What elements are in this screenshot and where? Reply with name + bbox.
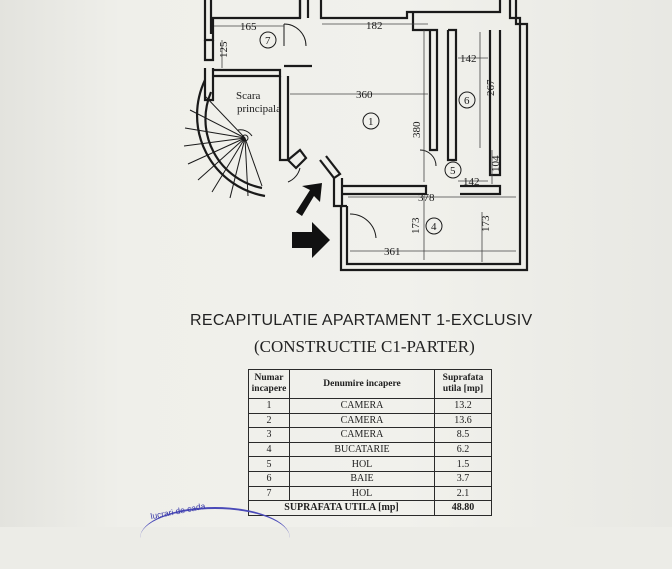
- dimension-label: 267: [485, 79, 497, 96]
- column-header: Numar incapere: [248, 369, 290, 399]
- room-nr-cell: 5: [248, 456, 290, 472]
- dimension-label: 361: [384, 246, 401, 258]
- recap-subtitle: (CONSTRUCTIE C1-PARTER): [254, 337, 475, 356]
- total-label: SUPRAFATA UTILA [mp]: [248, 500, 435, 516]
- column-header: Denumire incapere: [289, 369, 435, 399]
- room-area-cell: 2.1: [434, 485, 492, 502]
- room-number: 7: [265, 35, 271, 47]
- room-nr-cell: 1: [248, 398, 290, 414]
- table-header-row: Numar incapere Denumire incapere Suprafa…: [248, 369, 492, 399]
- table-row: 7 HOL 2.1: [248, 485, 492, 502]
- room-area-cell: 13.6: [434, 412, 492, 429]
- room-area-cell: 6.2: [434, 441, 492, 458]
- dimension-label: 165: [240, 21, 257, 33]
- room-area-cell: 13.2: [434, 398, 492, 414]
- stair-label: Scara: [236, 90, 261, 102]
- room-number: 1: [368, 116, 374, 128]
- entrance-arrow-icon: [296, 183, 322, 216]
- recap-table: Numar incapere Denumire incapere Suprafa…: [248, 369, 492, 516]
- room-number: 4: [431, 221, 437, 233]
- room-nr-cell: 4: [248, 441, 290, 458]
- room-area-cell: 3.7: [434, 470, 492, 487]
- dimension-label: 173: [410, 217, 422, 234]
- room-name-cell: HOL: [289, 456, 435, 472]
- dimension-label: 142: [463, 176, 480, 188]
- room-nr-cell: 2: [248, 412, 290, 429]
- dimension-label: 182: [366, 20, 383, 32]
- room-name-cell: CAMERA: [289, 412, 435, 429]
- room-nr-cell: 7: [248, 485, 290, 502]
- dimension-label: 360: [356, 89, 373, 101]
- table-row: 5 HOL 1.5: [248, 456, 492, 472]
- stamp-border: [140, 507, 290, 569]
- table-row: 6 BAIE 3.7: [248, 470, 492, 487]
- room-area-cell: 8.5: [434, 427, 492, 443]
- room-nr-cell: 3: [248, 427, 290, 443]
- recap-title: RECAPITULATIE APARTAMENT 1-EXCLUSIV: [190, 312, 533, 329]
- table-row: 2 CAMERA 13.6: [248, 412, 492, 429]
- room-name-cell: CAMERA: [289, 427, 435, 443]
- column-header: Suprafata utila [mp]: [434, 369, 492, 399]
- table-row: 1 CAMERA 13.2: [248, 398, 492, 414]
- dimension-label: 378: [418, 192, 435, 204]
- total-row: SUPRAFATA UTILA [mp] 48.80: [248, 500, 492, 516]
- stair-label: principala: [237, 103, 281, 115]
- entrance-arrow-icon: [292, 222, 330, 258]
- dimension-label: 380: [411, 121, 423, 138]
- floor-plan: 165 182 125 142 360 267 380 104 142 378 …: [183, 0, 529, 272]
- dimension-label: 125: [218, 41, 230, 58]
- dimension-label: 142: [460, 53, 477, 65]
- dimension-label: 104: [490, 155, 502, 172]
- room-area-cell: 1.5: [434, 456, 492, 472]
- room-nr-cell: 6: [248, 470, 290, 487]
- dimension-label: 173: [480, 215, 492, 232]
- total-value: 48.80: [434, 500, 492, 516]
- room-name-cell: CAMERA: [289, 398, 435, 414]
- room-name-cell: HOL: [289, 485, 435, 502]
- room-name-cell: BUCATARIE: [289, 441, 435, 458]
- table-row: 3 CAMERA 8.5: [248, 427, 492, 443]
- room-number: 5: [450, 165, 456, 177]
- room-number: 6: [464, 95, 470, 107]
- room-name-cell: BAIE: [289, 470, 435, 487]
- table-row: 4 BUCATARIE 6.2: [248, 441, 492, 458]
